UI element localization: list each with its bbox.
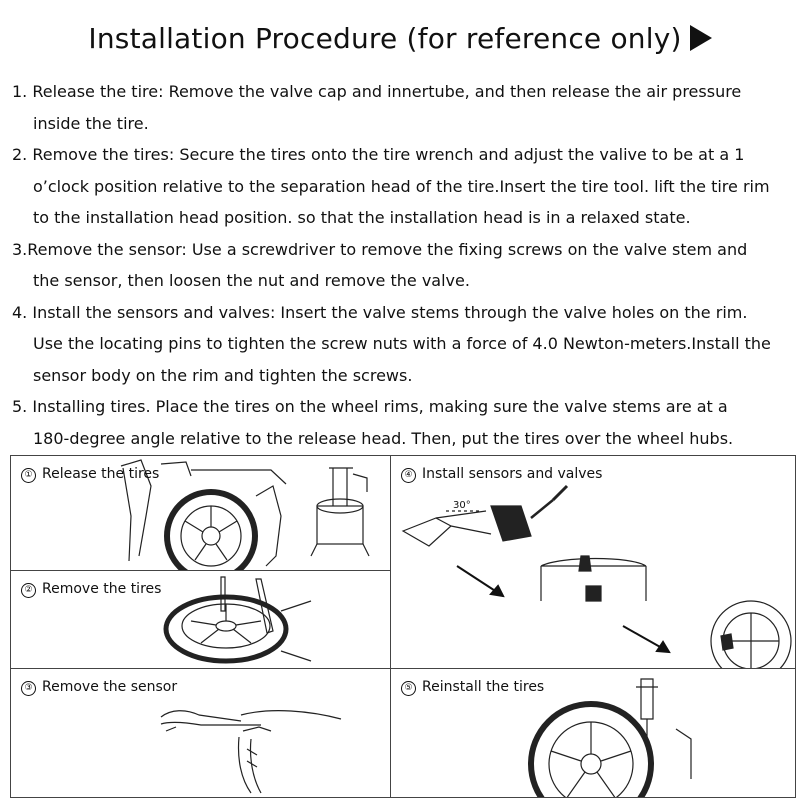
tire-changer-illustration	[120, 459, 370, 570]
step-2: 2. Remove the tires: Secure the tires on…	[12, 139, 792, 234]
panel-install-sensors: ④ Install sensors and valves 30°	[391, 456, 795, 668]
panel-1-label-text: Release the tires	[42, 466, 160, 482]
page-title: Installation Procedure (for reference on…	[0, 22, 800, 55]
step-2-line-2: o’clock position relative to the separat…	[33, 176, 770, 196]
angle-label: 30°	[453, 500, 471, 511]
panel-5-label-text: Reinstall the tires	[422, 679, 545, 695]
panel-2-label: ② Remove the tires	[21, 581, 161, 598]
grid-divider-left-2	[11, 668, 390, 669]
step-5: 5. Installing tires. Place the tires on …	[12, 391, 792, 454]
play-arrow-icon	[689, 25, 712, 51]
step-4-head: 4. Install the sensors and valves: Inser…	[12, 302, 748, 322]
step-3-head: 3.Remove the sensor: Use a screwdriver t…	[12, 239, 748, 259]
sensor-removal-illustration	[160, 710, 342, 794]
panel-5-label: ⑤ Reinstall the tires	[401, 679, 544, 696]
step-number-2-icon: ②	[21, 583, 36, 598]
sensor-install-illustration	[401, 484, 792, 668]
step-4-line-2: Use the locating pins to tighten the scr…	[33, 334, 771, 353]
step-number-5-icon: ⑤	[401, 681, 416, 696]
panel-reinstall-tires: ⑤ Reinstall the tires	[391, 669, 795, 797]
step-5-line-2: 180-degree angle relative to the release…	[33, 428, 734, 448]
steps-list: 1. Release the tire: Remove the valve ca…	[12, 76, 792, 454]
panel-3-label: ③ Remove the sensor	[21, 679, 177, 696]
step-4: 4. Install the sensors and valves: Inser…	[12, 297, 792, 392]
grid-divider-right	[391, 668, 795, 669]
panel-4-label-text: Install sensors and valves	[422, 466, 603, 482]
panel-release-tires: ① Release the tires	[11, 456, 390, 570]
title-text: Installation Procedure (for reference on…	[88, 22, 682, 55]
step-number-3-icon: ③	[21, 681, 36, 696]
grid-divider-left-1	[11, 570, 390, 571]
panel-4-label: ④ Install sensors and valves	[401, 466, 602, 483]
step-2-head: 2. Remove the tires: Secure the tires on…	[12, 145, 745, 164]
step-2-line-3: to the installation head position. so th…	[33, 208, 691, 227]
panel-2-label-text: Remove the tires	[42, 581, 162, 597]
step-1-line-2: inside the tire.	[33, 113, 149, 133]
step-4-line-3: sensor body on the rim and tighten the s…	[33, 365, 413, 385]
step-1: 1. Release the tire: Remove the valve ca…	[12, 76, 792, 139]
tire-reinstall-illustration	[528, 678, 692, 797]
panel-1-label: ① Release the tires	[21, 466, 159, 483]
panel-remove-sensor: ③ Remove the sensor	[11, 669, 390, 797]
step-1-head: 1. Release the tire: Remove the valve ca…	[12, 82, 742, 101]
step-number-1-icon: ①	[21, 468, 36, 483]
panel-remove-tires: ② Remove the tires	[11, 571, 390, 668]
illustration-grid: ① Release the tires ② Remove the tires	[10, 455, 796, 798]
step-3-line-2: the sensor, then loosen the nut and remo…	[33, 271, 470, 290]
tire-removal-illustration	[163, 576, 312, 664]
step-number-4-icon: ④	[401, 468, 416, 483]
panel-3-label-text: Remove the sensor	[42, 679, 178, 695]
grid-divider-vertical	[390, 456, 391, 797]
step-5-head: 5. Installing tires. Place the tires on …	[12, 397, 728, 416]
step-3: 3.Remove the sensor: Use a screwdriver t…	[12, 234, 792, 297]
